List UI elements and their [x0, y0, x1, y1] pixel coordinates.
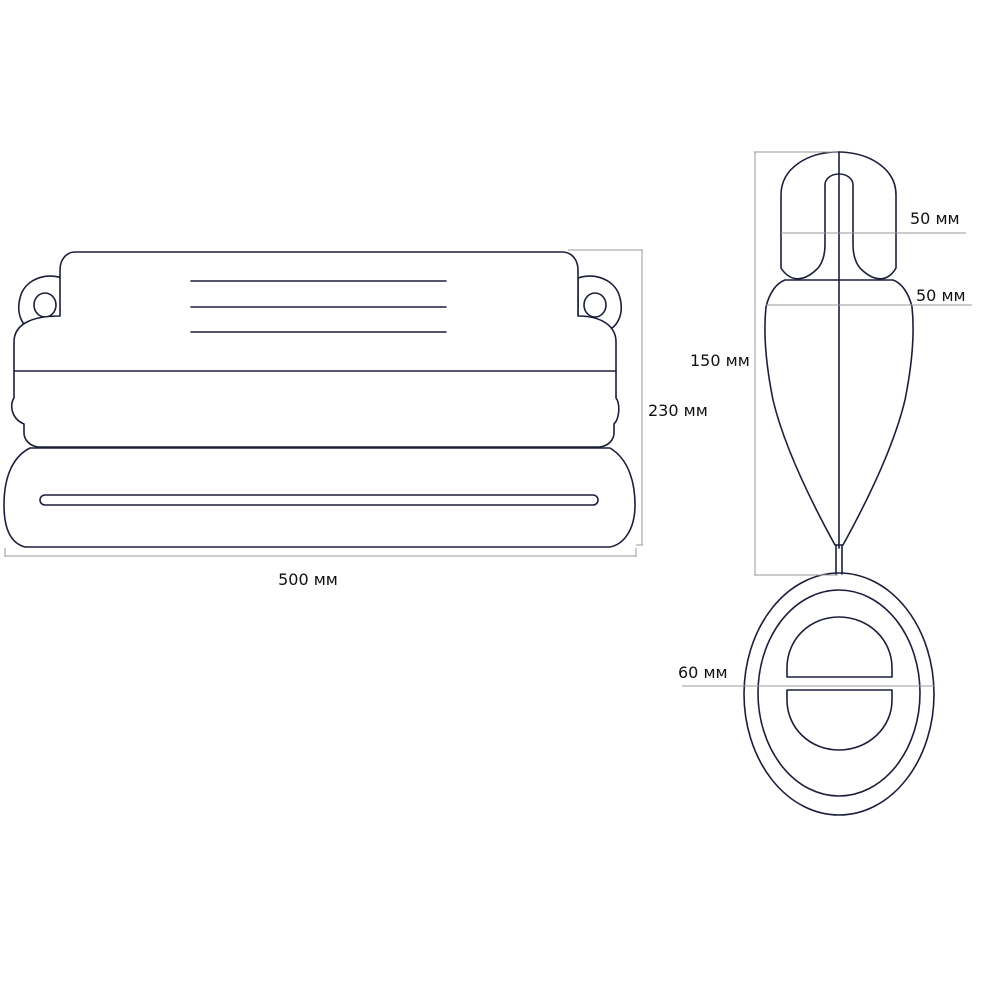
end-cap-upper [786, 616, 893, 678]
height-label: 230 мм [648, 401, 708, 420]
main-body [10, 251, 620, 448]
end-cap-lower [786, 689, 893, 751]
width-label: 500 мм [278, 570, 338, 589]
bottom-slot [39, 494, 599, 506]
top-handle [780, 151, 897, 280]
side-length-label: 150 мм [690, 351, 750, 370]
side-view [743, 151, 935, 816]
side-dimension-lines [682, 151, 972, 687]
front-dimension-lines [4, 249, 643, 557]
middle-width-label: 50 мм [916, 286, 966, 305]
right-ear-hole [583, 292, 607, 318]
end-diameter-label: 60 мм [678, 663, 728, 682]
front-view [3, 251, 636, 548]
left-ear-hole [33, 292, 57, 318]
top-width-label: 50 мм [910, 209, 960, 228]
